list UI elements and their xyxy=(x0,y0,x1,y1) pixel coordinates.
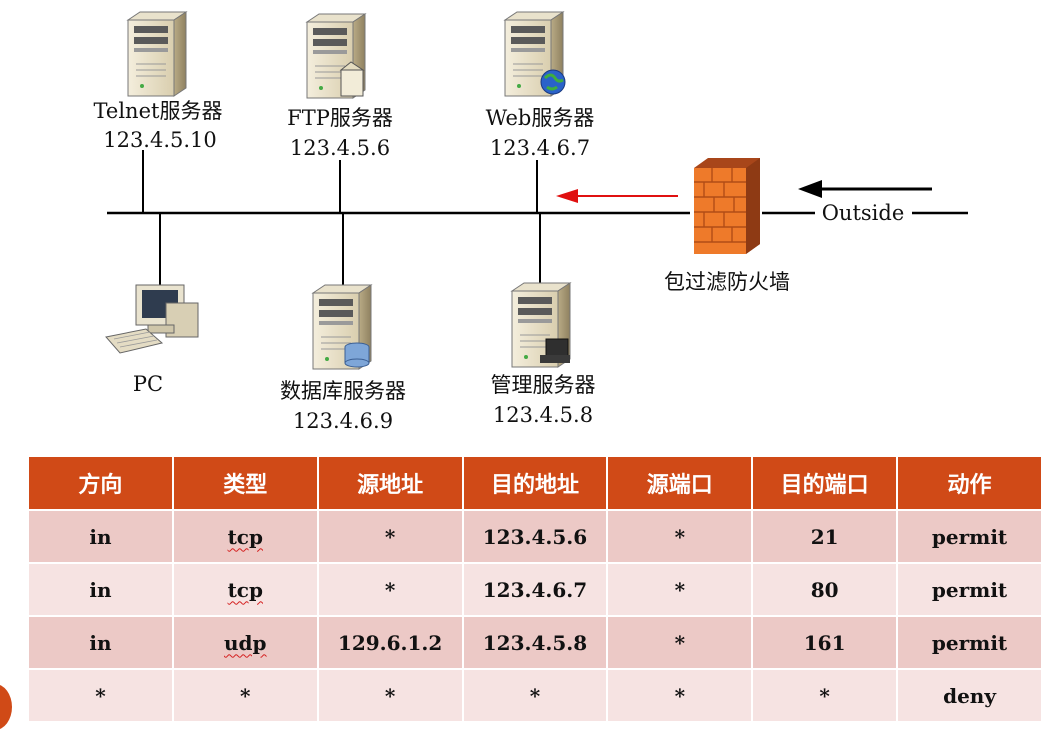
web-server-name: Web服务器 xyxy=(486,106,595,130)
cell-type: tcp xyxy=(171,562,319,617)
cell-source-address: 129.6.1.2 xyxy=(316,615,464,670)
cell-action: permit xyxy=(896,562,1043,617)
cell-type: * xyxy=(171,668,319,723)
management-server-icon xyxy=(511,282,571,368)
pc-icon xyxy=(105,284,199,354)
firewall-label: 包过滤防火墙 xyxy=(664,270,790,294)
cell-direction: * xyxy=(27,668,174,723)
database-server-icon xyxy=(312,284,372,370)
header-destination-port: 目的端口 xyxy=(751,455,899,511)
slide-decoration-dot xyxy=(0,684,12,730)
cell-type-text: udp xyxy=(224,630,267,655)
firewall-icon xyxy=(694,158,760,254)
telnet-server-name: Telnet服务器 xyxy=(94,99,223,123)
cell-source-address: * xyxy=(316,509,464,564)
cell-destination-port: 161 xyxy=(751,615,899,670)
cell-action: permit xyxy=(896,615,1043,670)
network-diagram: Telnet服务器 123.4.5.10 FTP服务器 123.4.5.6 We… xyxy=(94,11,968,433)
table-row: in udp 129.6.1.2 123.4.5.8 * 161 permit xyxy=(27,615,1043,670)
cell-source-address: * xyxy=(316,562,464,617)
management-server-name: 管理服务器 xyxy=(491,373,596,397)
web-server-icon xyxy=(504,11,566,97)
cell-source-port: * xyxy=(606,668,754,723)
header-source-address: 源地址 xyxy=(316,455,464,511)
ftp-server-icon xyxy=(306,13,366,99)
cell-source-address: * xyxy=(316,668,464,723)
cell-source-port: * xyxy=(606,615,754,670)
header-destination-address: 目的地址 xyxy=(461,455,609,511)
cell-type-text: tcp xyxy=(227,524,263,549)
cell-destination-port: 21 xyxy=(751,509,899,564)
cell-destination-port: 80 xyxy=(751,562,899,617)
cell-direction: in xyxy=(27,615,174,670)
telnet-server-icon xyxy=(127,11,187,97)
cell-direction: in xyxy=(27,562,174,617)
outside-label: Outside xyxy=(822,201,905,225)
cell-action: deny xyxy=(896,668,1043,723)
cell-destination-address: 123.4.6.7 xyxy=(461,562,609,617)
table-row: * * * * * * deny xyxy=(27,668,1043,723)
database-server-name: 数据库服务器 xyxy=(280,379,406,403)
cell-source-port: * xyxy=(606,509,754,564)
database-server-ip: 123.4.6.9 xyxy=(293,409,393,433)
cell-type: tcp xyxy=(171,509,319,564)
table-row: in tcp * 123.4.5.6 * 21 permit xyxy=(27,509,1043,564)
cell-destination-address: 123.4.5.6 xyxy=(461,509,609,564)
cell-direction: in xyxy=(27,509,174,564)
header-type: 类型 xyxy=(171,455,319,511)
cell-destination-address: * xyxy=(461,668,609,723)
header-source-port: 源端口 xyxy=(606,455,754,511)
inbound-arrow-icon xyxy=(556,189,678,203)
cell-action: permit xyxy=(896,509,1043,564)
outside-arrow-icon xyxy=(798,180,932,198)
cell-source-port: * xyxy=(606,562,754,617)
header-action: 动作 xyxy=(896,455,1043,511)
firewall-rules-table: 方向 类型 源地址 目的地址 源端口 目的端口 动作 in tcp * 123.… xyxy=(27,455,1043,723)
cell-destination-address: 123.4.5.8 xyxy=(461,615,609,670)
ftp-server-name: FTP服务器 xyxy=(287,106,393,130)
telnet-server-ip: 123.4.5.10 xyxy=(103,128,217,152)
management-server-ip: 123.4.5.8 xyxy=(493,403,593,427)
table-row: in tcp * 123.4.6.7 * 80 permit xyxy=(27,562,1043,617)
ftp-server-ip: 123.4.5.6 xyxy=(290,136,390,160)
cell-destination-port: * xyxy=(751,668,899,723)
cell-type-text: tcp xyxy=(227,577,263,602)
table-header-row: 方向 类型 源地址 目的地址 源端口 目的端口 动作 xyxy=(27,455,1043,511)
header-direction: 方向 xyxy=(27,455,174,511)
cell-type: udp xyxy=(171,615,319,670)
web-server-ip: 123.4.6.7 xyxy=(490,136,590,160)
pc-label: PC xyxy=(133,372,163,396)
